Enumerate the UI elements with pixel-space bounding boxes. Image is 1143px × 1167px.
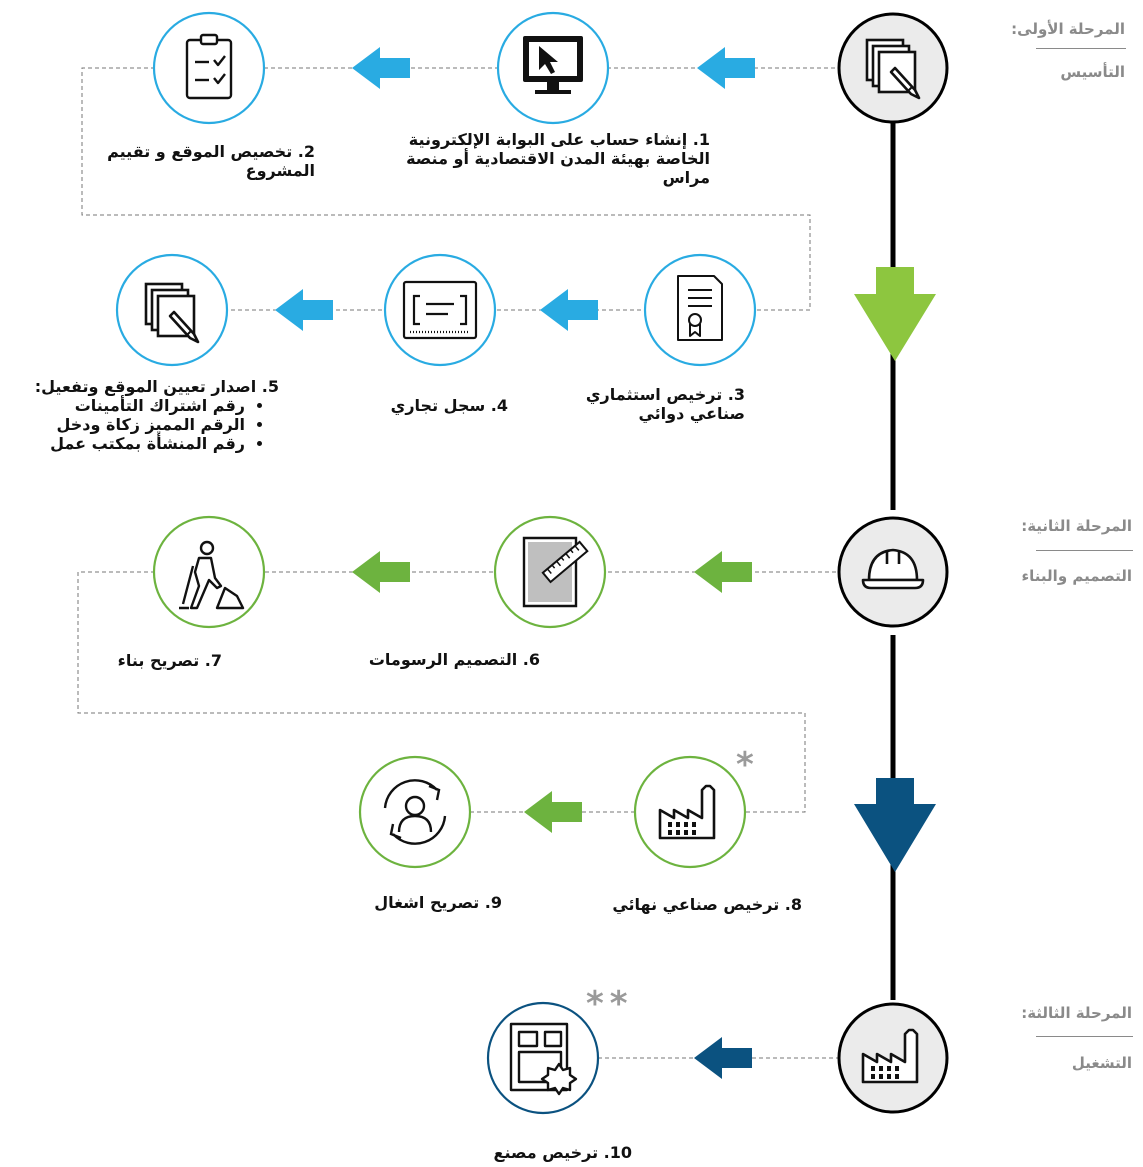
step4-label: 4. سجل تجاري [390, 396, 508, 415]
step1-label: 1. إنشاء حساب على البوابة الإلكترونية ال… [406, 130, 710, 187]
phase3-node [837, 1002, 949, 1114]
step6-node [493, 515, 607, 629]
phase1-title: المرحلة الأولى: [1011, 20, 1125, 38]
step3-label: 3. ترخيص استثماري صناعي دوائي [585, 385, 745, 423]
step5-node [115, 253, 229, 367]
flow-arrows [275, 47, 755, 1079]
step2-label: 2. تخصيص الموقع و تقييم المشروع [107, 142, 315, 180]
factory-license-icon [509, 1022, 578, 1096]
phase1-node [837, 12, 949, 124]
arrow-8 [694, 1037, 752, 1079]
asterisk-note-mark: * [736, 745, 760, 785]
step5-block: 5. اصدار تعيين الموقع وتفعيل: رقم اشتراك… [4, 377, 279, 453]
step7-label: 7. تصريح بناء [117, 651, 222, 670]
double-asterisk-note-mark: ** [586, 984, 634, 1024]
step1-node [496, 11, 610, 125]
phase2-down-arrow [854, 778, 936, 872]
arrow-2 [352, 47, 410, 89]
phase1-divider [1036, 48, 1126, 49]
monitor-cursor-icon [523, 36, 583, 94]
certificate-icon [677, 275, 723, 341]
arrow-5 [694, 551, 752, 593]
hard-hat-icon [861, 548, 925, 590]
phase1-subtitle: التأسيس [1060, 63, 1125, 81]
phase3-subtitle: التشغيل [1071, 1054, 1132, 1072]
phase2-title: المرحلة الثانية: [1021, 517, 1132, 535]
step9-node [358, 755, 472, 869]
list-item: الرقم المميز زكاة ودخل [4, 415, 245, 434]
list-item: رقم المنشأة بمكتب عمل [4, 434, 245, 453]
step7-node [152, 515, 266, 629]
step3-node [643, 253, 757, 367]
drawing-ruler-icon [522, 536, 589, 608]
arrow-7 [524, 791, 582, 833]
phase2-subtitle: التصميم والبناء [1021, 567, 1133, 585]
clipboard-checklist-icon [185, 33, 233, 100]
phase3-divider [1036, 1036, 1133, 1037]
arrow-3 [540, 289, 598, 331]
step10-node [486, 1001, 600, 1115]
step5-list: رقم اشتراك التأمينات الرقم المميز زكاة و… [4, 396, 279, 453]
phase2-divider [1036, 550, 1133, 551]
phase1-down-arrow [854, 267, 936, 361]
step6-label: 6. التصميم الرسومات [368, 650, 540, 669]
arrow-4 [275, 289, 333, 331]
list-item: رقم اشتراك التأمينات [4, 396, 245, 415]
occupancy-cycle-icon [383, 779, 447, 845]
step5-label: 5. اصدار تعيين الموقع وتفعيل: [34, 377, 279, 396]
phase3-title: المرحلة الثالثة: [1021, 1004, 1132, 1022]
step8-node [633, 755, 747, 869]
construction-worker-icon [179, 540, 245, 610]
phase2-node [837, 516, 949, 628]
step8-label: 8. ترخيص صناعي نهائي [612, 895, 802, 914]
commercial-register-icon [402, 280, 478, 340]
step2-node [152, 11, 266, 125]
step9-label: 9. تصريح اشغال [374, 893, 502, 912]
arrow-1 [697, 47, 755, 89]
arrow-6 [352, 551, 410, 593]
step4-node [383, 253, 497, 367]
step10-label: 10. ترخيص مصنع [493, 1143, 632, 1162]
